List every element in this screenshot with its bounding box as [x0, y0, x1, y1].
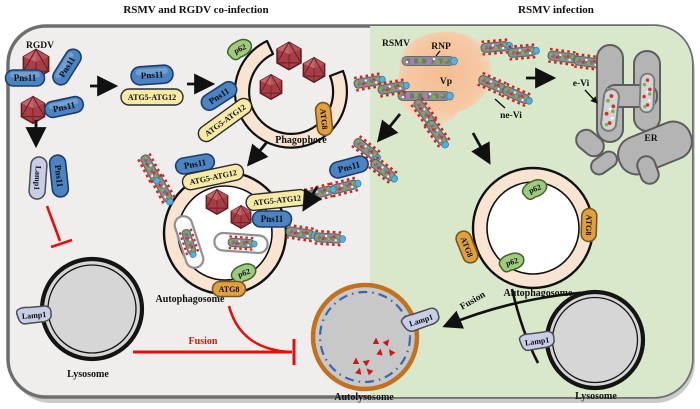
autophagosome-to-lysosome-path — [510, 288, 540, 364]
rgdv-virion-icon — [302, 56, 326, 84]
blocked-fusion: Fusion — [133, 305, 296, 365]
svg-text:Pns11: Pns11 — [261, 214, 284, 224]
phagophore-label: Phagophore — [275, 135, 327, 146]
autophagosome-right: p62 p62 ATG8 ATG8 Autophagosome — [455, 166, 598, 299]
rgdv-virion-icon — [20, 95, 46, 125]
svg-text:ATG8: ATG8 — [219, 285, 240, 294]
cargo-vesicle-icon — [214, 232, 268, 253]
evi-vesicle-icon — [599, 87, 621, 133]
rgdv-virion-icon — [276, 41, 302, 71]
pns11-protein: Pns11 — [4, 69, 46, 87]
e-vi-label: e-Vi — [573, 79, 590, 89]
svg-text:ATG8: ATG8 — [584, 214, 594, 235]
lamp1-protein: Lamp1 — [28, 156, 48, 200]
ne-vi-label: ne-Vi — [500, 111, 522, 121]
vp-label: Vp — [440, 77, 452, 87]
rnp-pointer — [435, 50, 441, 57]
svg-text:Lamp1: Lamp1 — [32, 165, 43, 190]
p62-protein: p62 — [230, 263, 257, 284]
lamp1-protein: Lamp1 — [400, 307, 440, 332]
lysosome-left: Lamp1 Lysosome — [15, 256, 145, 380]
endoplasmic-reticulum: e-Vi ER — [573, 44, 693, 185]
right-section-title: RSMV infection — [518, 4, 594, 16]
atg5-atg12-protein: ATG5-ATG12 — [120, 88, 184, 106]
ne-vi-pointer — [494, 98, 506, 109]
atg5-atg12-protein: ATG5-ATG12 — [181, 163, 245, 191]
inhibition-line — [45, 205, 62, 242]
arrow-vp-to-autophagosome — [471, 132, 491, 165]
lamp1-protein: Lamp1 — [15, 305, 52, 325]
pns11-protein: Pns11 — [43, 95, 85, 119]
arrow-virions-to-autophagosome — [302, 186, 323, 212]
svg-text:Lamp1: Lamp1 — [21, 310, 46, 321]
pns11-protein: Pns11 — [174, 153, 216, 175]
pns11-virion-complex: Pns11 — [302, 134, 402, 204]
left-section-title: RSMV and RGDV co-infection — [123, 4, 268, 16]
svg-text:ATG8: ATG8 — [318, 108, 329, 130]
svg-text:Pns11: Pns11 — [183, 157, 207, 171]
rgdv-virion-icon — [230, 205, 252, 229]
rnp-icon — [401, 56, 458, 66]
autolysosome: Autolysosome — [310, 282, 420, 403]
atg8-protein: ATG8 — [211, 280, 247, 298]
svg-text:p62: p62 — [505, 256, 519, 268]
rgdv-virion-icon — [205, 188, 229, 216]
pns11-protein: Pns11 — [130, 64, 174, 86]
arrow-phagophore-to-autophagosome — [247, 141, 269, 167]
pns11-atg5atg12-complex: Pns11 ATG5-ATG12 — [120, 64, 184, 106]
pns11-protein: Pns11 — [329, 155, 369, 179]
p62-protein: p62 — [521, 179, 548, 201]
svg-text:p62: p62 — [237, 267, 252, 280]
arrow-vp-to-coinfection-side — [377, 113, 402, 143]
autophagosome-right-label: Autophagosome — [504, 288, 573, 299]
pns11-protein: Pns11 — [251, 210, 293, 228]
p62-protein: p62 — [498, 252, 525, 273]
evi-vesicle-icon — [638, 72, 656, 114]
er-label: ER — [644, 134, 657, 144]
svg-text:Pns11: Pns11 — [52, 100, 77, 115]
e-vi-pointer — [584, 89, 598, 104]
svg-text:Pns11: Pns11 — [14, 73, 37, 83]
svg-text:ATG5-ATG12: ATG5-ATG12 — [128, 93, 176, 102]
rgdv-virion-icon — [259, 73, 283, 101]
rnp-icon — [397, 91, 454, 101]
autophagosome-left-label: Autophagosome — [156, 294, 225, 305]
rnp-label: RNP — [431, 42, 451, 52]
svg-text:Pns11: Pns11 — [53, 164, 65, 188]
autolysosome-label: Autolysosome — [334, 392, 394, 403]
lysosome-left-label: Lysosome — [67, 369, 109, 380]
rgdv-virus-group: RGDV — [20, 41, 54, 125]
lamp1-pns11-pair: Lamp1 Pns11 — [28, 154, 70, 200]
atg8-protein: ATG8 — [314, 101, 334, 137]
pns11-protein: Pns11 — [52, 48, 82, 86]
inhibition-bar — [50, 238, 73, 249]
svg-text:p62: p62 — [528, 182, 543, 195]
fusion-blocked-label: Fusion — [189, 336, 218, 347]
rsmv-label: RSMV — [382, 39, 410, 49]
fusion-arrow — [442, 290, 591, 329]
rgdv-label: RGDV — [26, 41, 54, 51]
lysosome-right: Lamp1 Lysosome — [518, 289, 646, 402]
p62-protein: p62 — [227, 38, 253, 61]
svg-text:Pns11: Pns11 — [140, 69, 164, 81]
lysosome-right-label: Lysosome — [575, 391, 617, 402]
svg-text:Lamp1: Lamp1 — [524, 335, 549, 347]
atg8-protein: ATG8 — [580, 207, 598, 243]
lamp1-protein: Lamp1 — [518, 330, 555, 352]
atg8-protein: ATG8 — [455, 230, 479, 264]
pns11-protein: Pns11 — [48, 154, 70, 198]
